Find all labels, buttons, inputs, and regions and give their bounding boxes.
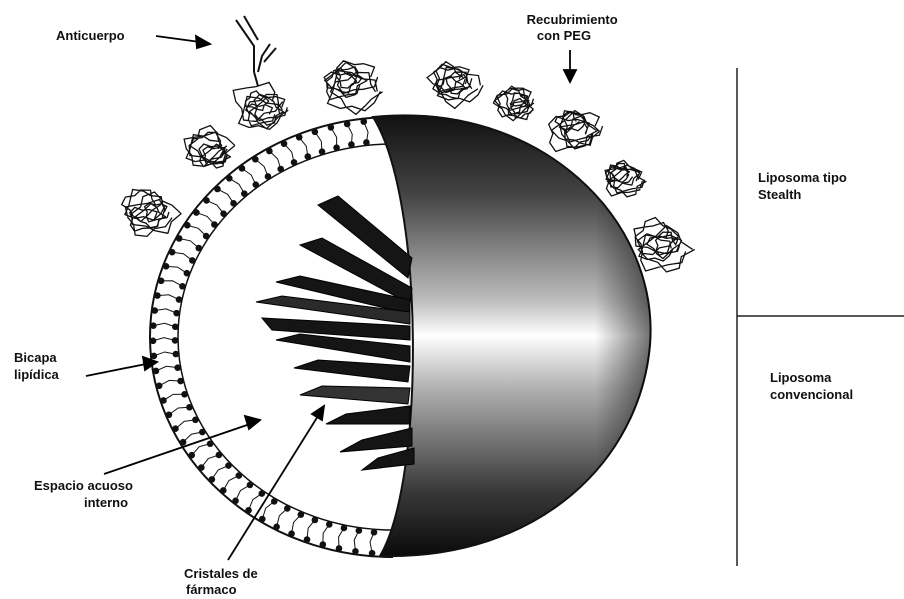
- label-cristales: Cristales de fármaco: [184, 566, 261, 597]
- label-recubrimiento: Recubrimiento con PEG: [527, 12, 622, 43]
- peg-coil: [122, 190, 182, 237]
- label-anticuerpo: Anticuerpo: [56, 28, 125, 43]
- peg-coil: [549, 111, 603, 152]
- peg-coil: [493, 86, 534, 121]
- peg-coil: [324, 61, 383, 115]
- peg-coil: [605, 160, 646, 196]
- peg-coil: [184, 125, 235, 168]
- label-bicapa: Bicapa lipídica: [14, 350, 60, 382]
- label-espacio-acuoso: Espacio acuoso interno: [34, 478, 137, 510]
- peg-coil: [634, 218, 695, 272]
- antibody-icon: [236, 16, 276, 86]
- label-liposoma-convencional: Liposoma convencional: [770, 370, 853, 402]
- label-liposoma-stealth: Liposoma tipo Stealth: [758, 170, 850, 202]
- peg-coil: [233, 82, 288, 129]
- peg-coil: [427, 62, 483, 109]
